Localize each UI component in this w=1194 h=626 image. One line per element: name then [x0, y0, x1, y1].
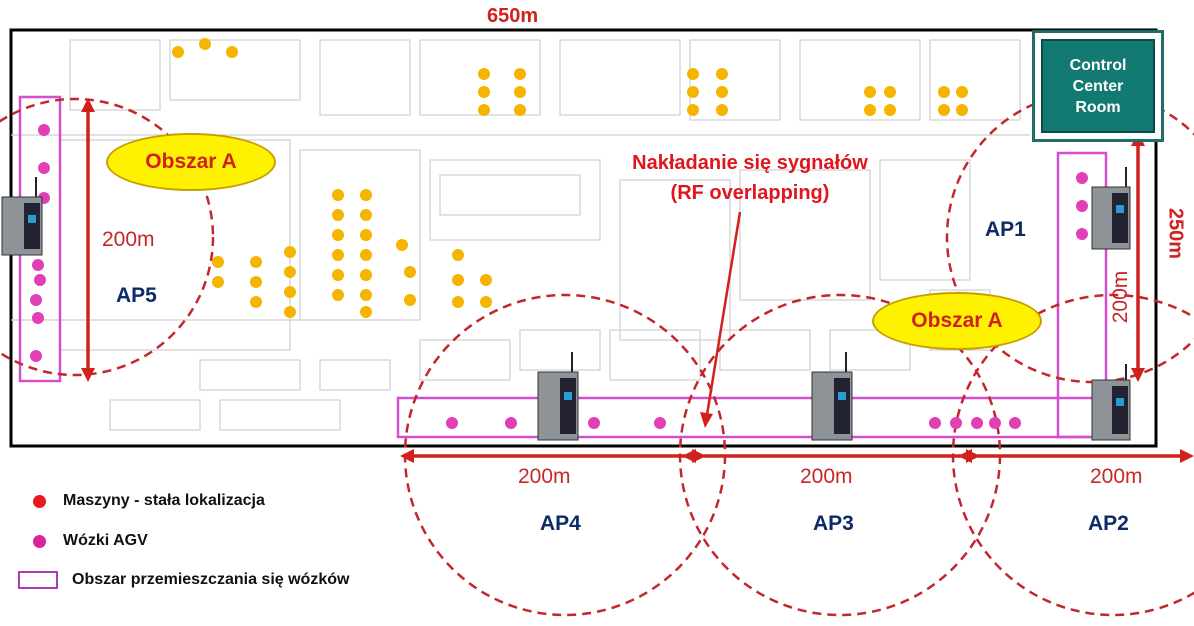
legend-machines: Maszyny - stała lokalizacja — [33, 492, 265, 510]
legend-machines-label: Maszyny - stała lokalizacja — [63, 492, 265, 509]
bottom-distance-2: 200m — [800, 465, 853, 488]
machine-dot-icon — [33, 494, 46, 508]
ap4-device — [537, 352, 579, 441]
zone-left-oval: Obszar A — [106, 133, 276, 191]
area-rect-icon — [18, 571, 58, 589]
zone-right-label: Obszar A — [911, 309, 1003, 332]
machines — [172, 38, 968, 318]
ap2-device — [1091, 364, 1131, 441]
overlap-line2: (RF overlapping) — [670, 182, 830, 204]
legend-area-label: Obszar przemieszczania się wózków — [72, 571, 350, 588]
zone-left-label: Obszar A — [145, 150, 237, 173]
coverage-ap5 — [0, 97, 215, 377]
legend-area: Obszar przemieszczania się wózków — [18, 571, 349, 589]
ap3-device — [811, 352, 853, 441]
ap2-label: AP2 — [1088, 512, 1129, 535]
ap1-distance-label: 200m — [1109, 270, 1132, 324]
control-center-line3: Room — [1075, 98, 1121, 116]
legend-agv-label: Wózki AGV — [63, 532, 148, 549]
overlap-line1: Nakładanie się sygnałów — [632, 152, 868, 174]
building-outline — [9, 28, 1158, 448]
bottom-distance-1: 200m — [518, 465, 571, 488]
control-center-line1: Control — [1069, 56, 1127, 74]
control-center-line2: Center — [1072, 77, 1124, 95]
zone-right-oval: Obszar A — [872, 292, 1042, 350]
legend-agv: Wózki AGV — [33, 532, 148, 550]
right-dimension-label: 250m — [1164, 207, 1187, 260]
access-point-devices — [1, 167, 1131, 441]
bottom-distance-3: 200m — [1090, 465, 1143, 488]
overlap-note: Nakładanie się sygnałów (RF overlapping) — [580, 148, 920, 208]
dimension-arrows — [81, 98, 1194, 463]
ap1-label: AP1 — [985, 218, 1026, 241]
top-dimension-label: 650m — [487, 5, 539, 27]
agv-path-right — [1056, 151, 1108, 439]
overlap-arrow — [700, 211, 742, 428]
agv-carts — [30, 124, 1088, 429]
ap5-device — [1, 177, 43, 256]
ap4-label: AP4 — [540, 512, 581, 535]
ap1-device — [1091, 167, 1131, 250]
agv-dot-icon — [33, 534, 46, 548]
ap3-label: AP3 — [813, 512, 854, 535]
control-center-box: Control Center Room — [1041, 39, 1155, 133]
ap5-label: AP5 — [116, 284, 157, 307]
control-center-room: Control Center Room — [1032, 30, 1164, 142]
ap5-distance-label: 200m — [102, 228, 155, 251]
